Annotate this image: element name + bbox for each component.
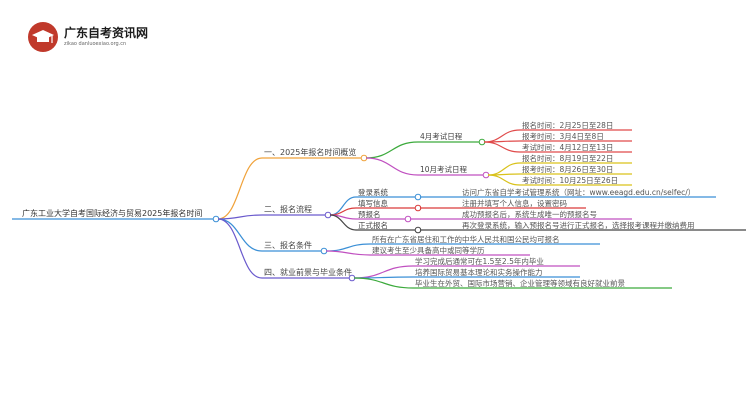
branch-collapse-toggle[interactable] [320, 247, 328, 255]
branch-label[interactable]: 三、报名条件 [264, 240, 312, 250]
leaf-connector [483, 141, 521, 153]
sub-branch-connector [329, 214, 357, 231]
leaf-label[interactable]: 考试时间：10月25日至26日 [522, 175, 618, 185]
site-logo[interactable]: 广东自考资讯网 zikao danluoexiao.org.cn [28, 22, 168, 58]
leaf-connector [325, 243, 371, 252]
sub-branch-label[interactable]: 4月考试日程 [420, 131, 463, 141]
branch-label[interactable]: 四、就业前景与毕业条件 [264, 267, 352, 277]
branch-connector [217, 218, 263, 252]
leaf-connector [353, 265, 414, 279]
leaf-connector [325, 250, 371, 256]
branch-collapse-toggle[interactable] [360, 154, 368, 162]
leaf-label[interactable]: 成功预报名后，系统生成唯一的预报名号 [462, 209, 597, 219]
sub-branch-collapse-toggle[interactable] [414, 193, 422, 201]
leaf-label[interactable]: 报考时间：3月4日至8日 [522, 131, 604, 141]
sub-branch-collapse-toggle[interactable] [482, 171, 490, 179]
leaf-label[interactable]: 报考时间：8月26日至30日 [522, 164, 613, 174]
branch-collapse-toggle[interactable] [348, 274, 356, 282]
branch-label[interactable]: 二、报名流程 [264, 204, 312, 214]
sub-branch-connector [329, 196, 357, 216]
leaf-label[interactable]: 再次登录系统，输入预报名号进行正式报名，选择报考课程并缴纳费用 [462, 220, 695, 230]
leaf-label[interactable]: 访问广东省自学考试管理系统（网址：www.eeagd.edu.cn/selfec… [462, 187, 695, 197]
sub-branch-collapse-toggle[interactable] [478, 138, 486, 146]
leaf-label[interactable]: 考试时间：4月12日至13日 [522, 142, 613, 152]
sub-branch-label[interactable]: 预报名 [358, 209, 381, 219]
sub-branch-label[interactable]: 正式报名 [358, 220, 388, 230]
sub-branch-label[interactable]: 登录系统 [358, 187, 388, 197]
root-node-label[interactable]: 广东工业大学自考国际经济与贸易2025年报名时间 [22, 208, 202, 218]
sub-branch-label[interactable]: 10月考试日程 [420, 164, 468, 174]
leaf-connector [353, 277, 414, 289]
root-collapse-toggle[interactable] [212, 215, 220, 223]
sub-branch-label[interactable]: 填写信息 [358, 198, 388, 208]
branch-connector [217, 218, 263, 279]
branch-connector [217, 214, 263, 220]
branch-collapse-toggle[interactable] [324, 211, 332, 219]
leaf-connector [483, 129, 521, 143]
sub-branch-collapse-toggle[interactable] [414, 204, 422, 212]
site-name: 广东自考资讯网 [64, 26, 149, 40]
sub-branch-connector [365, 157, 419, 176]
leaf-label[interactable]: 学习完成后通常可在1.5至2.5年内毕业 [415, 256, 544, 266]
leaf-label[interactable]: 报名时间：2月25日至28日 [522, 120, 613, 130]
leaf-connector [487, 174, 521, 186]
sub-branch-collapse-toggle[interactable] [404, 215, 412, 223]
leaf-label[interactable]: 毕业生在外贸、国际市场营销、企业管理等领域有良好就业前景 [415, 278, 625, 288]
branch-label[interactable]: 一、2025年报名时间概览 [264, 147, 356, 157]
sub-branch-collapse-toggle[interactable] [414, 226, 422, 234]
site-url: zikao danluoexiao.org.cn [64, 41, 127, 47]
leaf-label[interactable]: 报名时间：8月19日至22日 [522, 153, 613, 163]
branch-connector [217, 157, 263, 220]
leaf-label[interactable]: 注册并填写个人信息，设置密码 [462, 198, 567, 208]
leaf-label[interactable]: 培养国际贸易基本理论和实务操作能力 [415, 267, 543, 277]
leaf-label[interactable]: 建议考生至少具备高中或同等学历 [372, 245, 485, 255]
graduation-cap-icon [28, 22, 58, 52]
sub-branch-connector [365, 141, 419, 159]
leaf-connector [487, 162, 521, 176]
leaf-label[interactable]: 所有在广东省居住和工作的中华人民共和国公民均可报名 [372, 234, 560, 244]
